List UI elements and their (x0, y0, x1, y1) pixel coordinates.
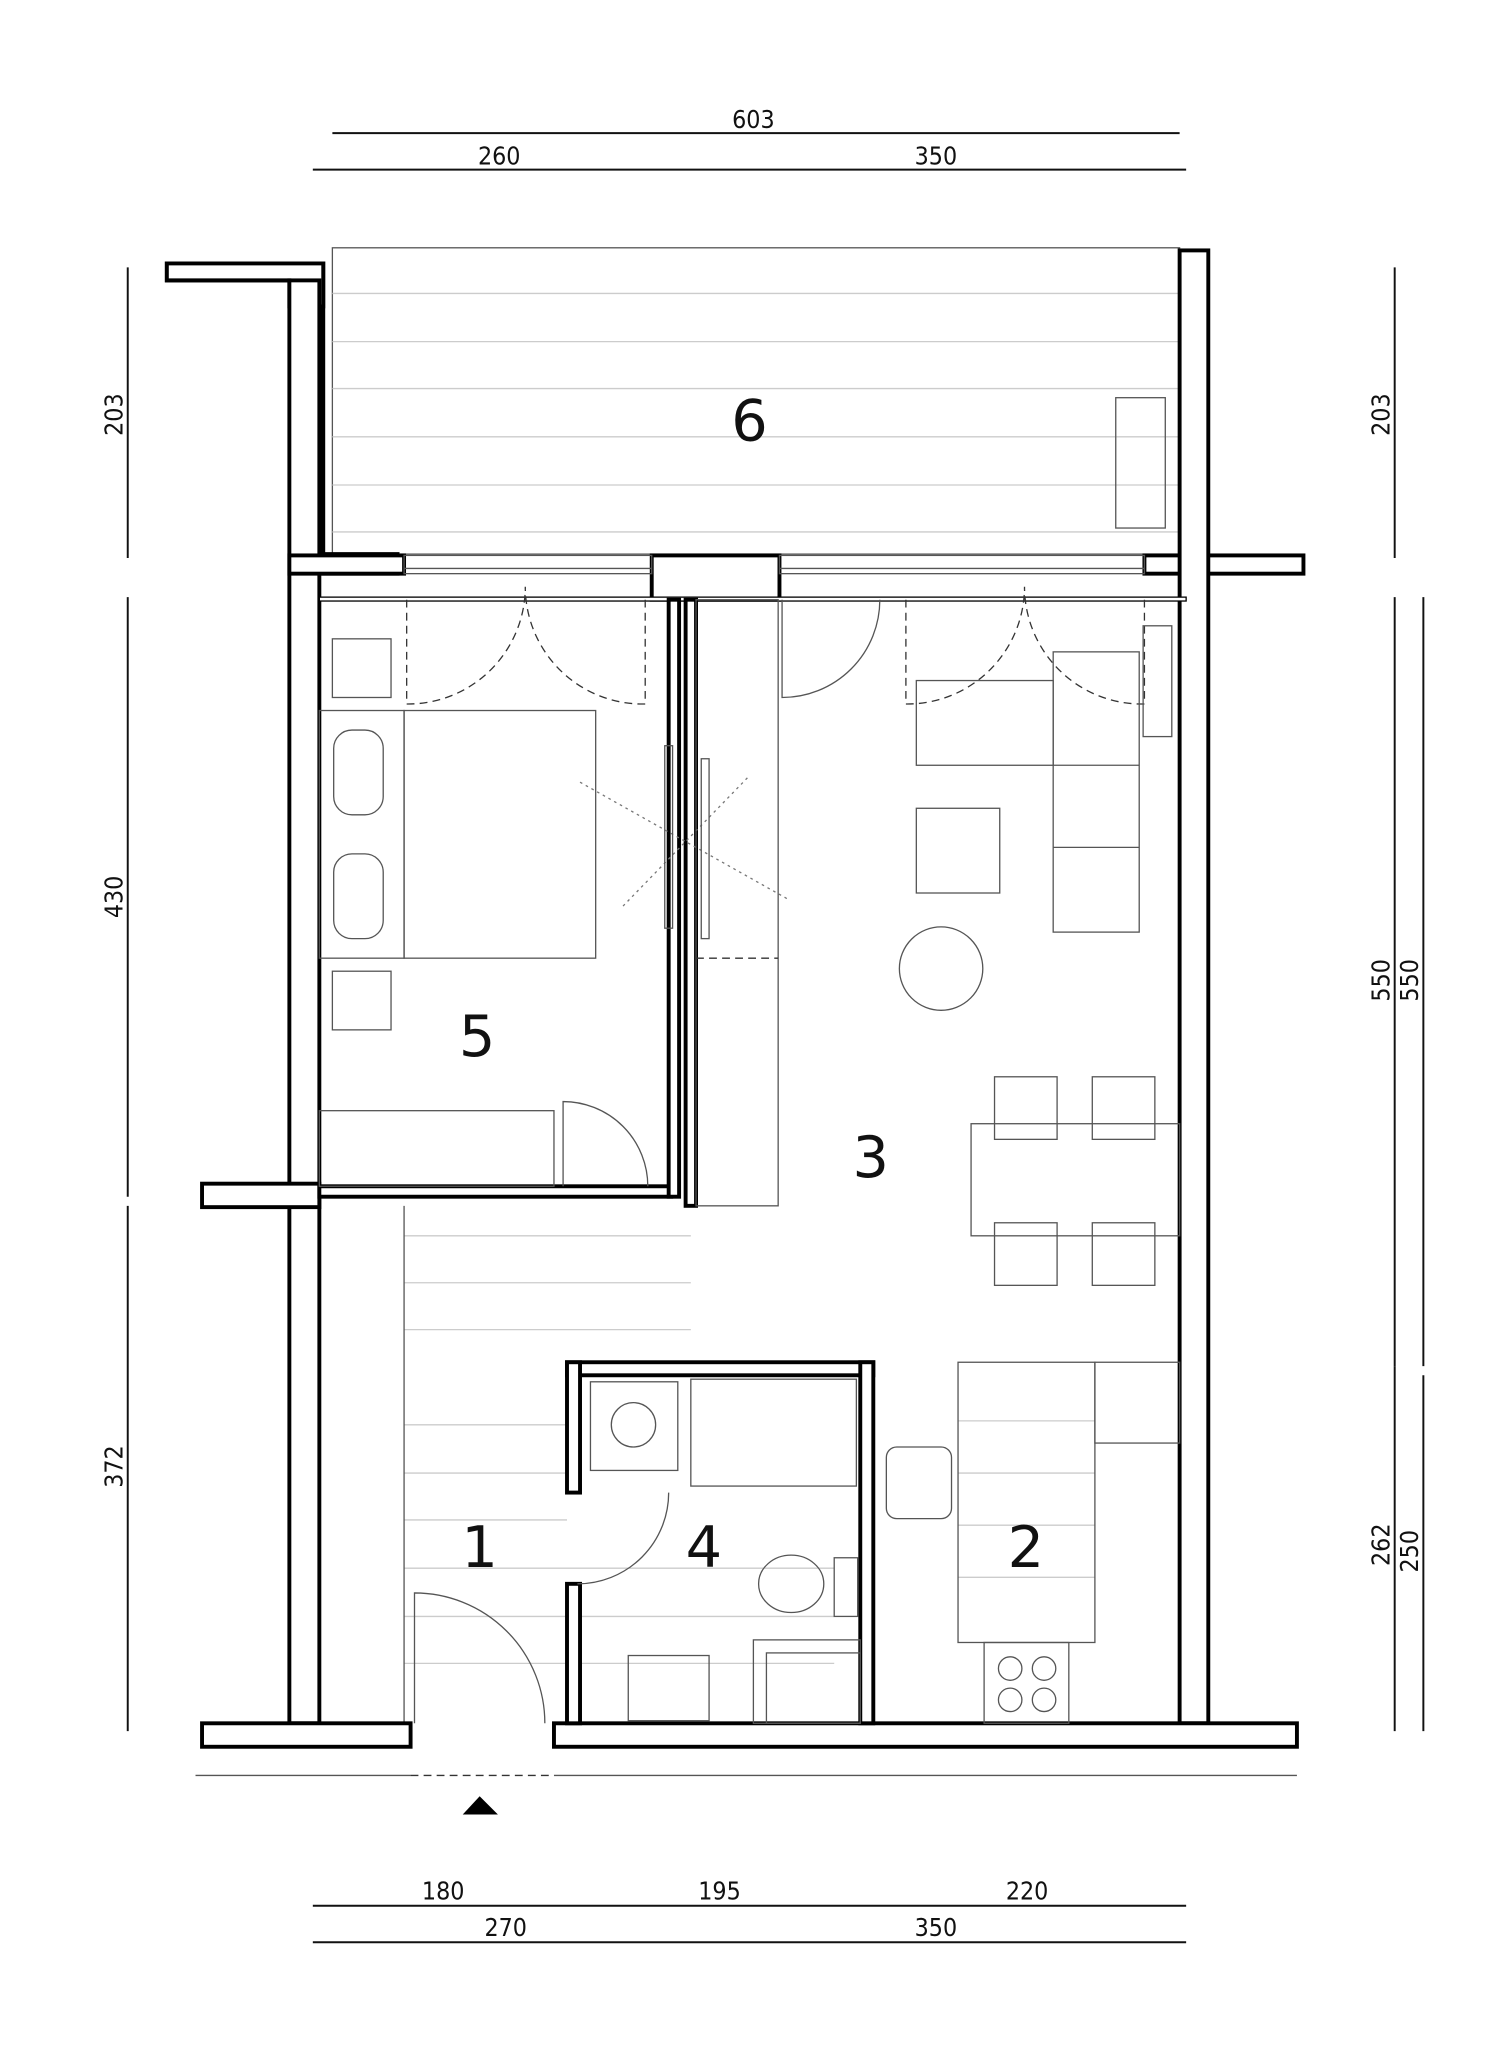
dim-bottom-left: 270 (484, 1913, 526, 1942)
dim-top-left: 260 (478, 141, 521, 170)
dim-right-bottom-b: 250 (1395, 1530, 1424, 1572)
room-2-label: 2 (1008, 1514, 1044, 1581)
furniture (318, 397, 1181, 1724)
dim-left-mid: 430 (100, 876, 129, 919)
room-4-label: 4 (686, 1514, 722, 1581)
dim-left-bottom: 372 (100, 1445, 129, 1487)
dim-right-mid-a: 550 (1366, 959, 1395, 1002)
room-5-label: 5 (459, 1003, 495, 1070)
windows (403, 554, 1146, 575)
dim-bottom-1: 180 (422, 1876, 465, 1905)
entrance-arrow-icon (462, 1796, 498, 1815)
room-6-label: 6 (731, 388, 767, 455)
room-1-label: 1 (461, 1514, 497, 1581)
dim-bottom-right: 350 (915, 1913, 958, 1942)
doors (195, 586, 1297, 1777)
walls (164, 248, 1306, 1749)
dim-top-right: 350 (915, 141, 958, 170)
dim-right-mid-b: 550 (1395, 959, 1424, 1002)
dim-bottom-3: 220 (1006, 1876, 1049, 1905)
dim-top-total: 603 (732, 105, 775, 134)
dim-right-bottom-a: 262 (1366, 1523, 1395, 1565)
dim-left-top: 203 (100, 393, 129, 436)
dimension-lines (126, 132, 1425, 1944)
room-3-label: 3 (852, 1124, 888, 1191)
floor-tiles (403, 1205, 1095, 1724)
dim-bottom-2: 195 (698, 1876, 741, 1905)
dim-right-top: 203 (1366, 393, 1395, 436)
